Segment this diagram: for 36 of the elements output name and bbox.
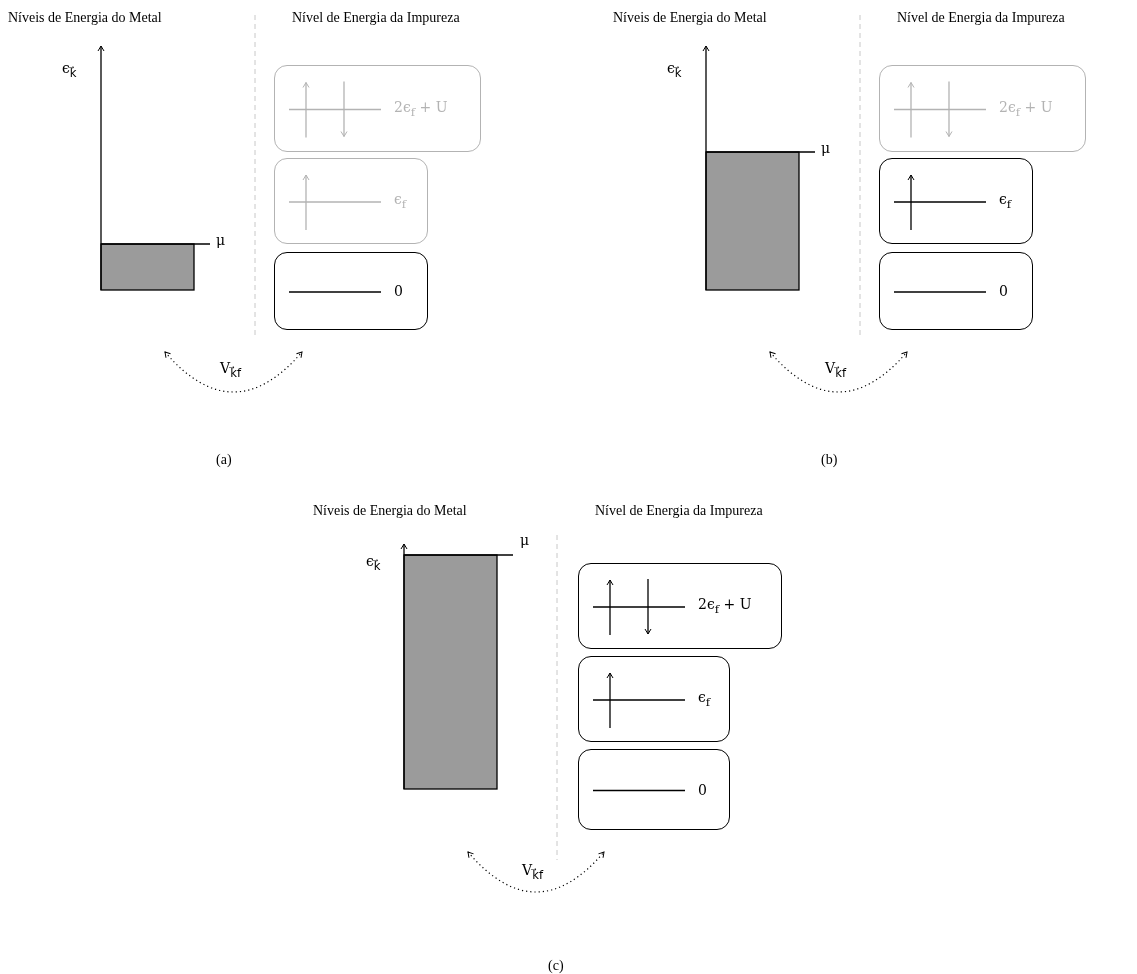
panel-heading: Nível de Energia da Impureza [595,503,763,520]
panel-heading: Níveis de Energia do Metal [313,503,467,520]
axis-label: ϵ$_{k⃗}$ [366,553,381,573]
energy-label: 2ϵ$_{f}$ + U [999,98,1053,119]
panel-heading: Níveis de Energia do Metal [613,10,767,27]
level-label: μ [520,532,530,549]
energy-label: 0 [999,283,1008,299]
panel-caption: (c) [548,958,564,974]
energy-label: ϵ$_{f}$ [698,689,711,709]
panel-heading: Nível de Energia da Impureza [897,10,1065,27]
energy-label: 0 [394,283,403,299]
energy-level-box [879,252,1033,330]
coupling-label: V$_{k⃗f}$ [825,360,846,380]
energy-level-box [879,158,1033,244]
energy-label: 2ϵ$_{f}$ + U [394,98,448,119]
coupling-label: V$_{k⃗f}$ [220,360,241,380]
energy-level-box [879,65,1086,152]
panel-caption: (b) [821,452,838,469]
panel-heading: Nível de Energia da Impureza [292,10,460,27]
panel-heading: Níveis de Energia do Metal [8,10,162,27]
level-label: μ [216,232,226,249]
energy-level-box [274,252,428,330]
energy-level-box [578,563,782,649]
coupling-label: V$_{k⃗f}$ [522,862,543,882]
energy-label: ϵ$_{f}$ [999,191,1012,211]
energy-label: ϵ$_{f}$ [394,191,407,211]
panel-caption: (a) [216,452,232,469]
level-label: μ [821,140,831,157]
energy-level-box [578,656,730,742]
energy-label: 0 [698,781,707,798]
energy-level-box [274,65,481,152]
energy-level-box [274,158,428,244]
energy-label: 2ϵ$_{f}$ + U [698,596,752,616]
energy-level-box [578,749,730,830]
axis-label: ϵ$_{k⃗}$ [667,60,682,80]
axis-label: ϵ$_{k⃗}$ [62,60,77,80]
